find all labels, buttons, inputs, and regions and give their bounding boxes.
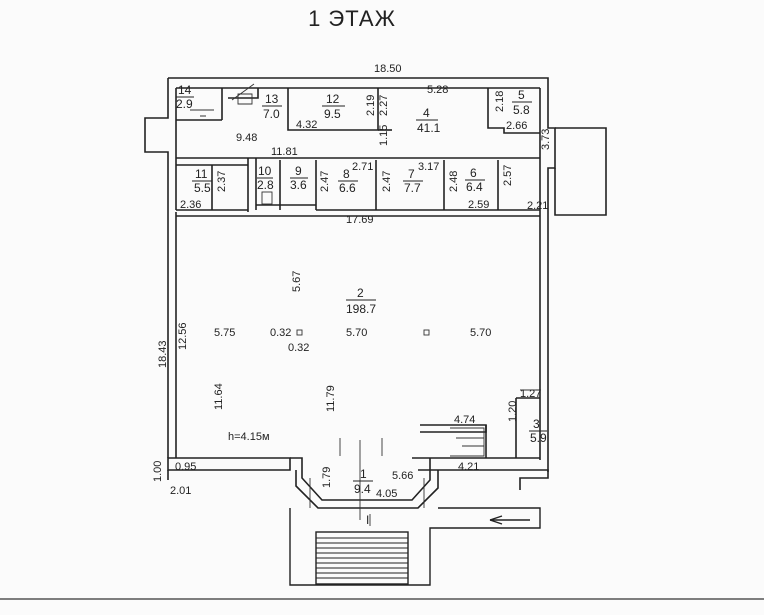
- dim-label: 1.15: [378, 125, 390, 146]
- dim-label: 11.64: [213, 383, 225, 410]
- dim-label: 17.69: [346, 214, 374, 226]
- svg-text:10: 10: [258, 164, 272, 178]
- dim-label: 5.70: [346, 327, 367, 339]
- svg-text:5: 5: [518, 88, 525, 102]
- room-3: 35.9: [529, 417, 547, 445]
- dimension-labels: 18.50 5.28 2.19 2.27 4.32 2.18 2.66 9.48…: [152, 63, 552, 527]
- dim-label: 2.47: [319, 171, 331, 192]
- svg-text:5.9: 5.9: [530, 431, 547, 445]
- svg-text:41.1: 41.1: [417, 121, 441, 135]
- dim-label: 5.66: [392, 470, 413, 482]
- room-5: 55.8: [512, 88, 532, 117]
- svg-text:5.8: 5.8: [513, 103, 530, 117]
- dim-label: 2.19: [365, 95, 377, 116]
- dim-label: 0.95: [175, 461, 196, 473]
- svg-text:3: 3: [533, 417, 540, 431]
- svg-text:7.0: 7.0: [263, 107, 280, 121]
- room-9: 93.6: [290, 164, 308, 192]
- dim-label: 5.70: [470, 327, 491, 339]
- dim-label: 4.32: [296, 119, 317, 131]
- room-6: 66.4: [465, 166, 485, 194]
- dim-label: 18.50: [374, 63, 402, 75]
- dim-label: 2.21: [527, 200, 548, 212]
- dim-label: 11.81: [271, 146, 298, 158]
- dim-label: 3.73: [540, 129, 552, 150]
- dim-label: 2.37: [216, 171, 228, 192]
- svg-text:5.5: 5.5: [194, 181, 211, 195]
- svg-text:2.8: 2.8: [257, 178, 274, 192]
- svg-text:2: 2: [357, 286, 364, 300]
- dim-label: 2.27: [378, 95, 390, 116]
- dim-label: 2.57: [502, 165, 514, 186]
- stair-treads: [316, 537, 408, 579]
- room-8: 86.6: [338, 167, 358, 195]
- room-12: 129.5: [322, 92, 345, 121]
- dim-label: 9.48: [236, 132, 257, 144]
- dim-label: 12.56: [177, 322, 189, 350]
- dim-label: 5.75: [214, 327, 235, 339]
- dim-label: 2.47: [381, 171, 393, 192]
- svg-text:7.7: 7.7: [404, 181, 421, 195]
- svg-text:6: 6: [470, 166, 477, 180]
- dim-label: 1.00: [152, 461, 164, 482]
- svg-text:7: 7: [408, 167, 415, 181]
- room-labels: 142.9 137.0 129.5 441.1 55.8 115.5 102.8…: [176, 83, 547, 496]
- height-note: h=4.15м: [228, 431, 270, 443]
- room-13: 137.0: [262, 92, 282, 121]
- svg-text:6.6: 6.6: [339, 181, 356, 195]
- dim-label: 1.27: [520, 388, 541, 400]
- dim-label: 4.74: [454, 414, 475, 426]
- svg-text:4: 4: [423, 106, 430, 120]
- room-11: 115.5: [192, 167, 212, 195]
- svg-text:6.4: 6.4: [466, 180, 483, 194]
- dim-label: 1.79: [321, 467, 333, 488]
- dim-label: 11.79: [325, 385, 337, 412]
- svg-text:8: 8: [343, 167, 350, 181]
- dim-label: 2.01: [170, 485, 191, 497]
- dim-label: 2.36: [180, 199, 201, 211]
- dim-label: 2.18: [494, 91, 506, 112]
- dim-label: 2.59: [468, 199, 489, 211]
- floor-title: 1 ЭТАЖ: [308, 6, 396, 31]
- svg-text:198.7: 198.7: [346, 302, 376, 316]
- svg-text:9.4: 9.4: [354, 482, 371, 496]
- room-2: 2 198.7: [346, 286, 376, 316]
- dim-label: 4.21: [458, 461, 479, 473]
- dim-label: 18.43: [157, 340, 169, 368]
- svg-text:1: 1: [360, 467, 367, 481]
- dim-label: 2.48: [448, 171, 460, 192]
- svg-text:2.9: 2.9: [176, 97, 193, 111]
- svg-text:12: 12: [326, 92, 340, 106]
- entrance-mark: I: [366, 513, 369, 527]
- svg-text:14: 14: [178, 83, 192, 97]
- dim-label: 5.28: [427, 84, 448, 96]
- room-1: 19.4: [353, 467, 373, 496]
- dim-label: 2.66: [506, 120, 527, 132]
- dim-label: 5.67: [291, 271, 303, 292]
- svg-text:13: 13: [265, 92, 279, 106]
- dim-label: 0.32: [270, 327, 291, 339]
- dim-label: 4.05: [376, 488, 397, 500]
- dim-label: 3.17: [418, 161, 439, 173]
- plan-details: [190, 83, 540, 526]
- svg-text:9: 9: [295, 164, 302, 178]
- dim-label: 1.20: [507, 401, 519, 422]
- room-14: 142.9: [176, 83, 194, 111]
- dim-label: 2.71: [352, 161, 373, 173]
- dim-label: 0.32: [288, 342, 309, 354]
- svg-text:11: 11: [195, 167, 208, 181]
- svg-text:3.6: 3.6: [290, 178, 307, 192]
- room-7: 77.7: [403, 167, 423, 195]
- room-4: 441.1: [416, 106, 441, 135]
- room-10: 102.8: [257, 164, 274, 192]
- svg-text:9.5: 9.5: [324, 107, 341, 121]
